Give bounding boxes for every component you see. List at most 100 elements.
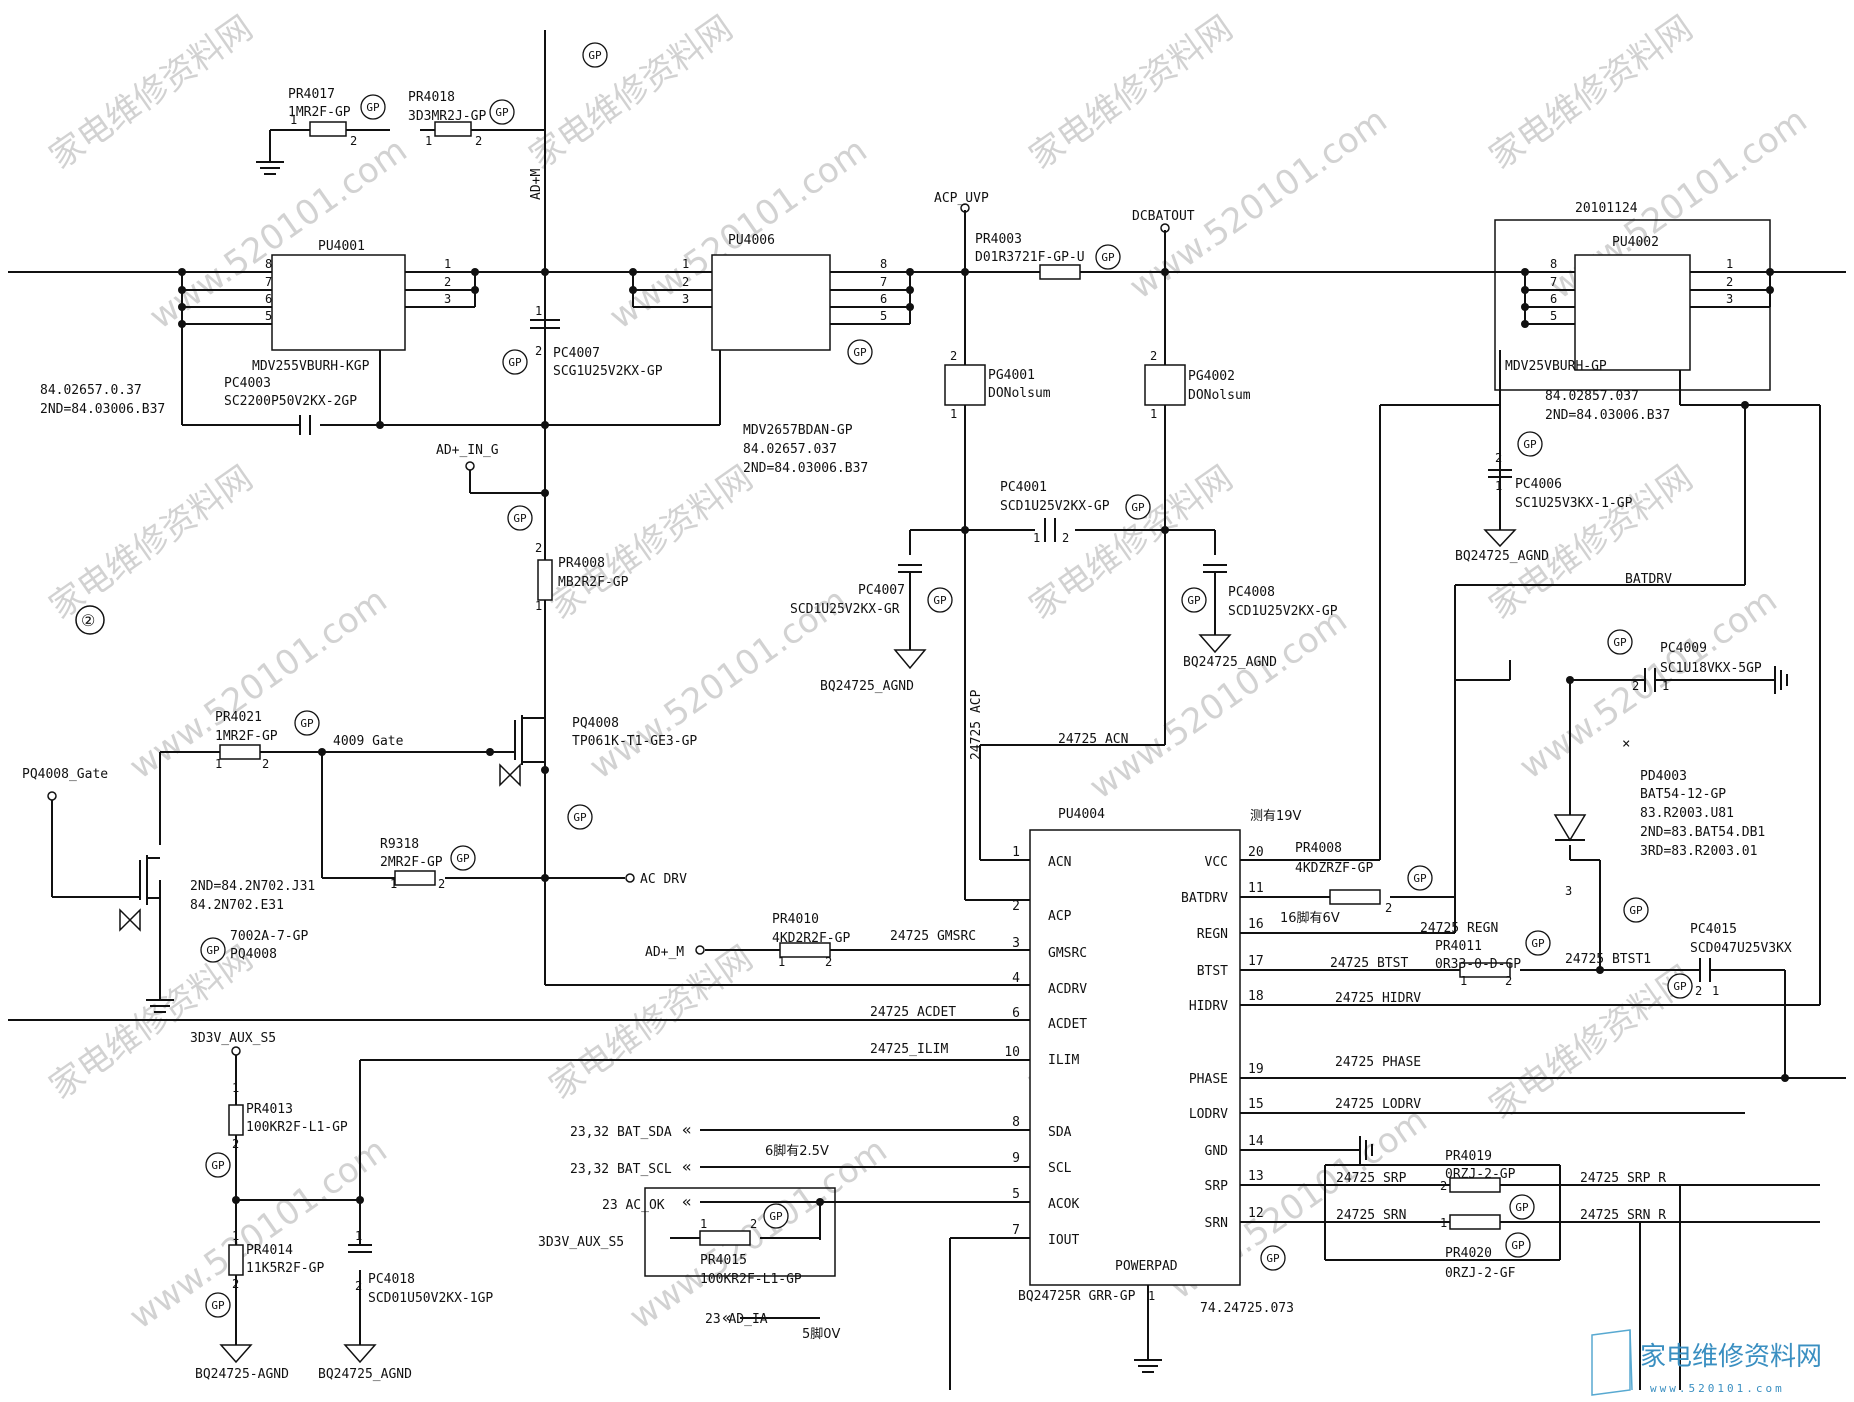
net-aux2: 3D3V_AUX_S5 xyxy=(538,1235,624,1250)
svg-text:GP: GP xyxy=(211,1299,225,1312)
svg-text:3: 3 xyxy=(444,292,451,306)
svg-text:1: 1 xyxy=(1495,479,1502,493)
gp-marker: GP xyxy=(1181,587,1207,613)
watermark-url: www.520101.com xyxy=(1082,600,1354,807)
r9318-ref: R9318 xyxy=(380,837,419,852)
pc4008-value: SCD1U25V2KX-GP xyxy=(1228,604,1338,619)
pu4006-pn: 84.02657.037 xyxy=(743,442,837,457)
svg-text:2: 2 xyxy=(535,541,542,555)
gp-markers: GP GP GP GP GP GP GP GP GP GP GP GP GP G… xyxy=(200,42,1693,1318)
svg-text:5: 5 xyxy=(1550,309,1557,323)
svg-text:GP: GP xyxy=(1531,937,1545,950)
resistor-pr4019 xyxy=(1449,1177,1501,1193)
net-24725-ilim: 24725_ILIM xyxy=(870,1042,948,1057)
svg-text:1: 1 xyxy=(1712,984,1719,998)
svg-text:2: 2 xyxy=(232,1137,239,1151)
ic-pn: 74.24725.073 xyxy=(1200,1301,1294,1316)
gp-marker: GP xyxy=(450,845,476,871)
pc4007b-ref: PC4007 xyxy=(858,583,905,598)
resistor-pr4021 xyxy=(219,744,261,760)
note-pin5: 5脚0V xyxy=(802,1326,841,1342)
pu4006-ref: PU4006 xyxy=(728,233,775,248)
pr4003-ref: PR4003 xyxy=(975,232,1022,247)
bus-arrow-icon: « xyxy=(722,1308,732,1327)
pq4008-gate-terminal xyxy=(47,791,57,801)
ad-m-terminal xyxy=(695,945,705,955)
ic-pin-name: VCC xyxy=(1205,855,1228,870)
svg-text:7: 7 xyxy=(880,275,887,289)
bus-arrow-icon: « xyxy=(682,1192,692,1211)
pg4002-ref: PG4002 xyxy=(1188,369,1235,384)
ic-pin-name: ACP xyxy=(1048,909,1072,924)
pq4008b-l1: 2ND=84.2N702.J31 xyxy=(190,879,315,894)
svg-text:2: 2 xyxy=(1695,984,1702,998)
svg-text:GP: GP xyxy=(513,512,527,525)
svg-text:1: 1 xyxy=(232,1081,239,1095)
gp-marker: GP xyxy=(1125,494,1151,520)
ic-pin-name: BATDRV xyxy=(1181,891,1228,906)
pu4001-pn: 84.02657.0.37 xyxy=(40,383,142,398)
note-19v: 测有19V xyxy=(1250,809,1302,824)
pr4003-value: D01R3721F-GP-U xyxy=(975,250,1085,265)
mosfet-pu4006 xyxy=(711,254,831,351)
svg-text:2: 2 xyxy=(950,349,957,363)
net-scl: 23,32 BAT_SCL xyxy=(570,1162,672,1177)
page-mark-circle xyxy=(75,605,105,635)
ic-pin-name: SCL xyxy=(1048,1161,1072,1176)
svg-text:2: 2 xyxy=(355,1279,362,1293)
ic-pin-num: 12 xyxy=(1248,1206,1264,1221)
ic-pin-name: ILIM xyxy=(1048,1053,1079,1068)
pr4013-value: 100KR2F-L1-GP xyxy=(246,1120,348,1135)
pc4007a-value: SCG1U25V2KX-GP xyxy=(553,364,663,379)
ic-pin-name: GND xyxy=(1205,1144,1229,1159)
ic-value: BQ24725R GRR-GP xyxy=(1018,1289,1136,1304)
pu4002-value: MDV25VBURH-GP xyxy=(1505,359,1607,374)
svg-text:8: 8 xyxy=(265,257,272,271)
pg4001-value: DONolsum xyxy=(988,386,1051,401)
ic-pin-num: 9 xyxy=(1012,1151,1020,1166)
pr4013-ref: PR4013 xyxy=(246,1102,293,1117)
pr4008b-value: 4KDZRZF-GP xyxy=(1295,861,1373,876)
svg-text:GP: GP xyxy=(1629,904,1643,917)
resistor-r9318 xyxy=(394,870,436,886)
watermark-site-cn: 家电维修资料网 xyxy=(42,938,260,1107)
logo-text-cn: 家电维修资料网 xyxy=(1640,1342,1822,1372)
net-24725-phase: 24725 PHASE xyxy=(1335,1055,1421,1070)
svg-text:1: 1 xyxy=(1033,531,1040,545)
gnd-agnd-dash: BQ24725-AGND xyxy=(195,1367,289,1382)
ic-pin-num: 16 xyxy=(1248,917,1264,932)
svg-text:1: 1 xyxy=(215,757,222,771)
pd4003-l4: 3RD=83.R2003.01 xyxy=(1640,844,1757,859)
svg-text:GP: GP xyxy=(366,101,380,114)
ic-pin-num: 10 xyxy=(1004,1045,1020,1060)
gp-marker: GP xyxy=(927,587,953,613)
net-24725-acn: 24725 ACN xyxy=(1058,732,1128,747)
ic-pin-name: PHASE xyxy=(1189,1072,1228,1087)
parts: × « « « « xyxy=(47,121,1788,1373)
ic-pin-num: 11 xyxy=(1248,881,1264,896)
pc4015-value: SCD047U25V3KX xyxy=(1690,941,1792,956)
pc4009-value: SC1U18VKX-5GP xyxy=(1660,661,1762,676)
net-4009-gate: 4009 Gate xyxy=(333,734,404,749)
pc4006-gnd: BQ24725_AGND xyxy=(1455,549,1549,564)
pc4009-ref: PC4009 xyxy=(1660,641,1707,656)
svg-text:8: 8 xyxy=(1550,257,1557,271)
svg-text:2: 2 xyxy=(825,955,832,969)
svg-text:1: 1 xyxy=(425,134,432,148)
net-24725-gmsrc: 24725 GMSRC xyxy=(890,929,976,944)
watermark-site-cn: 家电维修资料网 xyxy=(542,938,760,1107)
ground-icon xyxy=(1134,1359,1162,1373)
pc4006-ref: PC4006 xyxy=(1515,477,1562,492)
watermark-site-cn: 家电维修资料网 xyxy=(1022,458,1240,627)
ic-pin-num: 18 xyxy=(1248,989,1264,1004)
svg-text:7: 7 xyxy=(265,275,272,289)
svg-text:2: 2 xyxy=(350,134,357,148)
svg-text:2: 2 xyxy=(1062,531,1069,545)
svg-text:GP: GP xyxy=(456,852,470,865)
resistor-pr4018 xyxy=(434,121,472,137)
pu4002-alt: 2ND=84.03006.B37 xyxy=(1545,408,1670,423)
resistor-pr4013 xyxy=(228,1104,244,1136)
net-24725-hidrv: 24725 HIDRV xyxy=(1335,991,1421,1006)
pc4018-value: SCD01U50V2KX-1GP xyxy=(368,1291,493,1306)
